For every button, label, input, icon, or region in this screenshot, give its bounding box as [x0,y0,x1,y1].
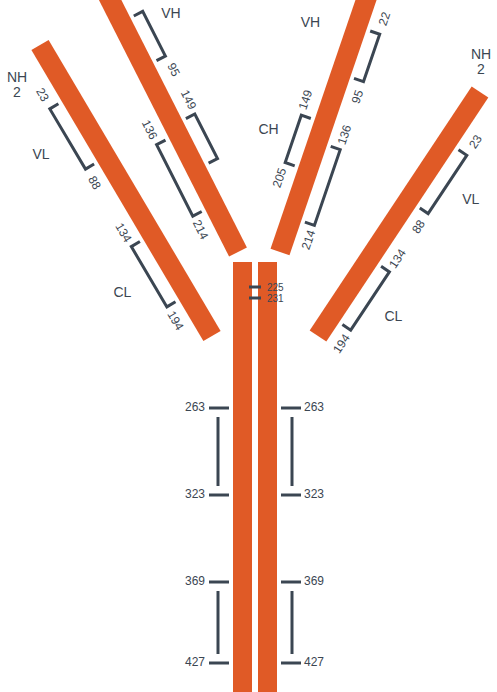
bond-tick [281,581,301,584]
residue-number: 88 [410,218,428,236]
residue-number: 369 [304,575,324,588]
light-chain [318,92,480,336]
disulfide-bond [217,591,220,654]
residue-number: 225 [267,282,284,293]
disulfide-bond [186,114,218,163]
residue-number: 23 [466,133,484,151]
antibody-chains [40,0,480,336]
disulfide-bond [305,146,340,225]
domain-label: VL [32,147,49,162]
residue-number: 134 [112,221,134,245]
residue-number: 214 [300,229,319,252]
heavy-chain [280,0,373,252]
bond-tick [281,407,301,410]
disulfide-bond [342,266,389,330]
bond-tick [281,494,301,497]
domain-label: CH [259,123,279,138]
domain-label: VH [301,16,320,31]
disulfide-bond [134,11,166,60]
residue-number: 194 [331,332,353,356]
terminus-label: NH 2 [469,47,493,78]
residue-number: 205 [271,166,290,189]
disulfide-bond [217,417,220,486]
terminus-label: NH 2 [5,70,29,101]
residue-number: 149 [177,88,198,112]
bond-tick [209,581,229,584]
heavy-chain-stem [258,262,277,692]
bond-tick [209,407,229,410]
residue-number: 427 [185,656,205,669]
heavy-chain-stem [233,262,252,692]
hinge-bond [249,297,261,300]
residue-number: 88 [85,174,103,192]
domain-label: VL [462,192,479,207]
disulfide-bond [291,591,294,654]
residue-number: 134 [387,247,409,271]
residue-number: 231 [267,293,284,304]
bond-tick [209,662,229,665]
domain-label: VH [161,6,180,21]
hinge-bond [249,286,261,289]
disulfide-bond [420,150,467,214]
residue-number: 22 [376,11,393,28]
residue-number: 427 [304,656,324,669]
disulfide-bond [291,417,294,486]
residue-number: 136 [139,118,160,142]
residue-number: 194 [164,309,186,333]
light-chain [40,45,212,336]
bond-tick [209,494,229,497]
residue-number: 23 [33,86,51,104]
residue-number: 149 [297,88,316,111]
residue-number: 95 [164,61,182,79]
heavy-chain [101,0,238,252]
domain-label: CL [384,309,402,324]
residue-number: 214 [190,218,211,242]
disulfide-bond [131,242,175,307]
residue-number: 263 [185,401,205,414]
residue-number: 369 [185,575,205,588]
residue-number: 263 [304,401,324,414]
residue-number: 95 [350,88,367,105]
disulfide-bond [354,31,380,82]
disulfide-bond [50,104,94,169]
residue-number: 323 [304,488,324,501]
disulfide-bond [157,140,202,216]
disulfide-bonds [50,11,467,663]
residue-number: 323 [185,488,205,501]
disulfide-bond [285,115,311,166]
residue-number: 136 [336,123,355,146]
domain-label: CL [113,285,131,300]
bond-tick [281,662,301,665]
